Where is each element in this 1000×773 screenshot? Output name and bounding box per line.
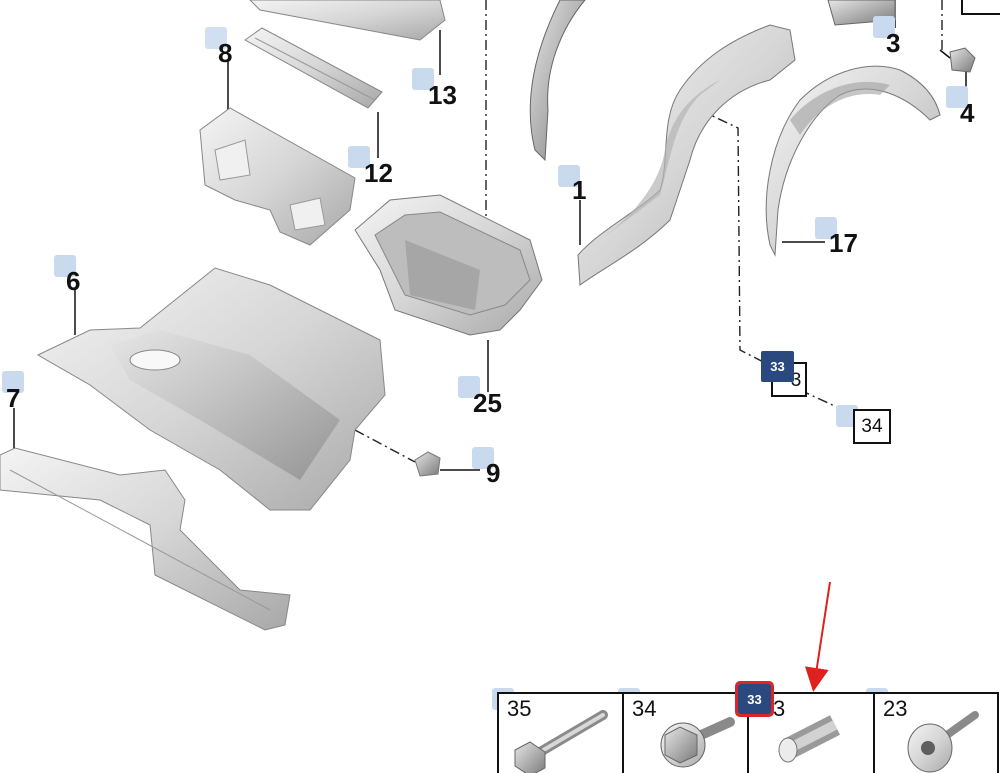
part-6-floor-panel (36, 267, 386, 511)
hotspot-6[interactable] (54, 255, 76, 277)
part-8-bracket (199, 107, 356, 246)
box-label-33-text: 3 (790, 369, 802, 391)
part-label-1: 1 (572, 175, 587, 205)
tray-item-flange-bolt (660, 717, 735, 768)
tray-num-34: 34 (632, 696, 657, 721)
cropped-box (961, 0, 1000, 15)
hotspot-1[interactable] (558, 165, 580, 187)
box-label-34[interactable]: 34 (853, 409, 891, 444)
badge-33-tray-highlighted[interactable]: 33 (735, 681, 774, 717)
hotspot-12[interactable] (348, 146, 370, 168)
hotspot-25[interactable] (458, 376, 480, 398)
red-arrow-icon (804, 581, 831, 692)
part-label-8: 8 (218, 38, 233, 68)
part-label-3: 3 (886, 28, 901, 58)
part-label-7: 7 (6, 383, 21, 413)
part-label-13: 13 (428, 80, 457, 110)
hotspot-3[interactable] (873, 16, 895, 38)
tray-num-35: 35 (507, 696, 532, 721)
part-label-9: 9 (486, 458, 501, 488)
tray-item-push-rivet (907, 711, 979, 773)
route-line-9 (354, 429, 416, 463)
part-wheelhouse-inner (529, 0, 586, 162)
part-4-clip (949, 47, 976, 73)
tray-item-long-bolt (514, 710, 608, 773)
part-12-strip (244, 27, 383, 109)
part-label-12: 12 (364, 158, 393, 188)
part-17-wheel-arch-liner (765, 65, 941, 257)
hotspot-17[interactable] (815, 217, 837, 239)
hotspot-34[interactable] (836, 405, 858, 427)
part-13-rail (249, 0, 446, 41)
part-7-side-member (0, 447, 291, 631)
tray-num-3: 3 (773, 696, 786, 721)
badge-33[interactable]: 33 (761, 351, 794, 382)
hotspot-13[interactable] (412, 68, 434, 90)
tray-item-spacer-sleeve (778, 715, 841, 763)
part-label-6: 6 (66, 266, 81, 296)
tray-num-23: 23 (883, 696, 908, 721)
hotspot-9[interactable] (472, 447, 494, 469)
route-line-33 (699, 109, 776, 369)
hotspot-4[interactable] (946, 86, 968, 108)
part-9-clip (414, 451, 441, 477)
part-label-4: 4 (960, 98, 975, 128)
part-label-25: 25 (473, 388, 502, 418)
part-label-17: 17 (829, 228, 858, 258)
hotspot-8[interactable] (205, 27, 227, 49)
hotspot-7[interactable] (2, 371, 24, 393)
part-1-wheelhouse-panel (577, 24, 796, 286)
part-25-storage-tub (354, 194, 543, 336)
